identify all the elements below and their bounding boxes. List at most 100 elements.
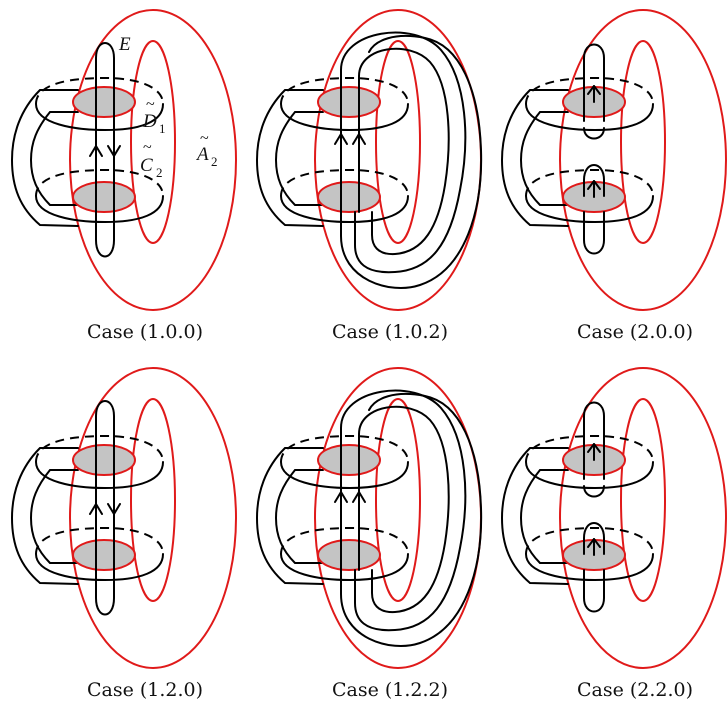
lower-disk <box>317 539 381 571</box>
panel-labels: E ~ D 1 ~ C 2 ~ A 2 <box>118 34 218 180</box>
lower-ring-back <box>525 168 654 197</box>
upper-disk <box>317 86 381 118</box>
handle-outer-strand <box>255 89 324 227</box>
torus-outer <box>314 9 482 311</box>
label-D1: D <box>142 111 157 132</box>
upper-ring-front <box>35 103 164 132</box>
handle-outer-strand <box>500 447 569 585</box>
torus-hole <box>130 398 176 602</box>
label-A2-tilde: ~ <box>200 130 209 147</box>
torus-hole <box>130 40 176 244</box>
wrap-strand-far <box>340 34 483 289</box>
upper-disk <box>72 86 136 118</box>
upper-ring-back <box>35 76 164 105</box>
handle-outer-strand <box>500 89 569 227</box>
label-D1-sub: 1 <box>159 121 166 136</box>
label-C2: C <box>140 155 153 176</box>
top-loop <box>583 401 605 480</box>
upper-ring-front <box>525 461 654 490</box>
lower-ring-front <box>35 195 164 224</box>
top-cap <box>583 127 605 140</box>
panel-caption: Case (1.0.0) <box>87 321 203 343</box>
upper-ring-back <box>280 76 409 105</box>
arrow-down-icon <box>107 503 121 515</box>
handle-inner-strand <box>29 111 79 206</box>
label-C2-tilde: ~ <box>143 139 152 156</box>
handle-inner-strand <box>274 111 324 206</box>
panel-caption: Case (1.2.2) <box>332 679 448 701</box>
upper-ring-back <box>280 434 409 463</box>
lower-ring-back <box>35 526 164 555</box>
upper-ring-front <box>35 461 164 490</box>
handle-outer-strand <box>10 89 79 227</box>
wrap-strand-far <box>340 392 483 647</box>
panel-caption: Case (2.0.0) <box>577 321 693 343</box>
handle-inner-strand <box>519 469 569 564</box>
torus-outer <box>559 9 727 311</box>
bottom-cap <box>583 164 605 197</box>
upper-ring-front <box>525 103 654 132</box>
lower-ring-front <box>35 553 164 582</box>
upper-ring-back <box>525 434 654 463</box>
handle-inner-strand <box>274 469 324 564</box>
wrap-strand-outer <box>340 31 467 274</box>
torus-outer <box>69 367 237 669</box>
torus-hole <box>375 40 421 244</box>
panel-caption: Case (1.0.2) <box>332 321 448 343</box>
label-E: E <box>118 34 131 55</box>
torus-outer <box>559 367 727 669</box>
wrap-strand-inner <box>358 47 450 256</box>
label-D1-tilde: ~ <box>146 96 155 113</box>
lower-ring-back <box>525 526 654 555</box>
arrow-up-icon <box>334 133 348 145</box>
lower-ring-back <box>280 526 409 555</box>
upper-disk <box>72 444 136 476</box>
label-A2-sub: 2 <box>211 154 218 169</box>
panel-diagram-6 <box>500 367 727 669</box>
lower-ring-front <box>280 195 409 224</box>
top-loop <box>95 42 115 121</box>
torus-hole <box>620 40 666 244</box>
panel-diagram-1 <box>10 9 237 311</box>
arrow-up-icon <box>89 503 103 515</box>
label-A2: A <box>195 144 209 165</box>
bottom-loop <box>583 569 605 613</box>
panel-caption: Case (2.2.0) <box>577 679 693 701</box>
lower-disk <box>317 181 381 213</box>
bottom-loop <box>95 569 115 616</box>
handle-inner-strand <box>519 111 569 206</box>
upper-ring-back <box>35 434 164 463</box>
panel-diagram-5 <box>255 367 483 669</box>
top-loop <box>583 43 605 122</box>
upper-disk <box>317 444 381 476</box>
panel-caption: Case (1.2.0) <box>87 679 203 701</box>
lower-ring-back <box>35 168 164 197</box>
arrow-up-icon <box>352 133 366 145</box>
upper-ring-front <box>280 103 409 132</box>
panel-diagram-3 <box>500 9 727 311</box>
handle-inner-strand <box>29 469 79 564</box>
lower-ring-back <box>280 168 409 197</box>
arrow-up-icon <box>334 491 348 503</box>
panel-diagram-4 <box>10 367 237 669</box>
upper-ring-front <box>280 461 409 490</box>
panel-diagram-2 <box>255 9 483 311</box>
arrow-up-icon <box>89 145 103 157</box>
arrow-down-icon <box>107 145 121 157</box>
upper-ring-back <box>525 76 654 105</box>
wrap-strand-inner <box>358 405 450 614</box>
torus-hole <box>375 398 421 602</box>
lower-ring-front <box>525 195 654 224</box>
lower-disk <box>72 181 136 213</box>
torus-hole <box>620 398 666 602</box>
bottom-loop <box>95 211 115 258</box>
lower-ring-front <box>525 553 654 582</box>
label-C2-sub: 2 <box>156 165 163 180</box>
handle-outer-strand <box>10 447 79 585</box>
handle-outer-strand <box>255 447 324 585</box>
top-loop <box>95 400 115 479</box>
lower-disk <box>72 539 136 571</box>
lower-ring-front <box>280 553 409 582</box>
wrap-strand-outer <box>340 389 467 632</box>
